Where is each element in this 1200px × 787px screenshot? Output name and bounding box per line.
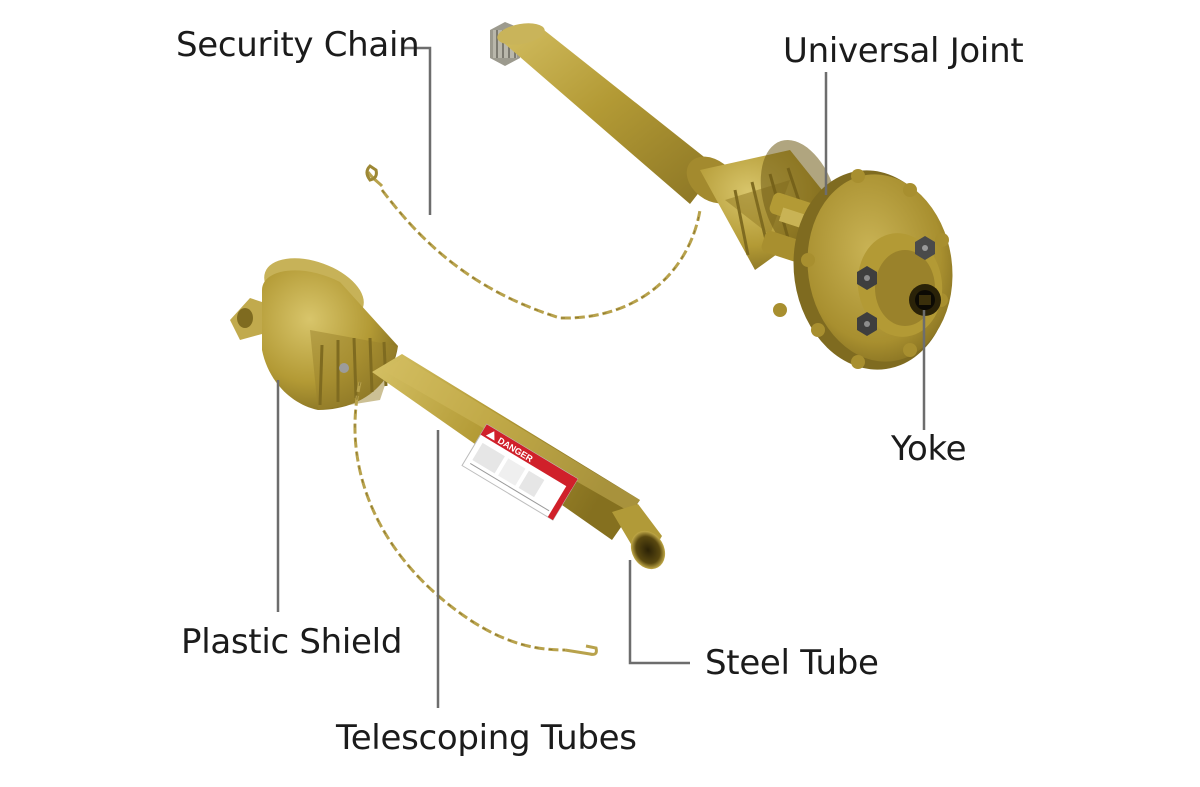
label-telescoping-tubes: Telescoping Tubes — [336, 718, 637, 758]
upper-security-chain — [365, 164, 702, 320]
upper-shaft-half — [490, 22, 953, 370]
leader-lines — [276, 46, 926, 708]
leader-steel-tube — [628, 560, 690, 665]
upper-outer-tube — [498, 30, 718, 204]
flange-bolt-nuts — [857, 236, 935, 336]
label-steel-tube: Steel Tube — [705, 643, 879, 683]
lower-plastic-shield — [262, 258, 398, 410]
label-plastic-shield: Plastic Shield — [181, 622, 403, 662]
leader-security-chain — [404, 46, 432, 215]
upper-flange-yoke — [773, 169, 953, 370]
lower-security-chain — [353, 381, 598, 656]
label-universal-joint: Universal Joint — [783, 31, 1024, 71]
danger-warning-sticker: DANGER — [461, 423, 579, 521]
lower-shaft-half: DANGER — [230, 258, 666, 570]
label-yoke: Yoke — [891, 429, 967, 469]
lower-inner-steel-tube — [612, 504, 666, 570]
label-security-chain: Security Chain — [176, 25, 420, 65]
lower-yoke-stub — [230, 298, 268, 340]
